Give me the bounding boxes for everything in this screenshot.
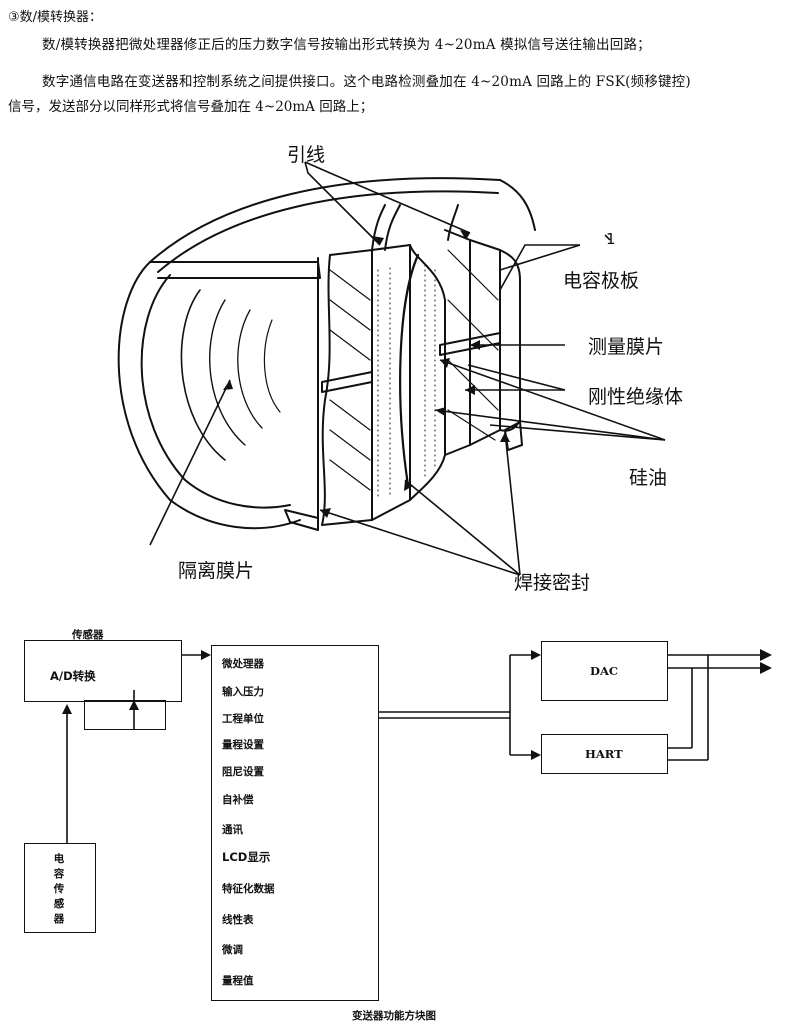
- ad-sub-box: [84, 700, 166, 730]
- label-capacitor-plate: 电容极板: [563, 270, 640, 292]
- label-isolation-diaphragm: 隔离膜片: [178, 560, 255, 582]
- mp-item: 工程单位: [222, 713, 264, 725]
- sensor-group-box: [24, 640, 182, 702]
- capacitance-sensor-box: [24, 843, 96, 933]
- mp-item: LCD显示: [222, 850, 271, 864]
- section-heading: ③数/模转换器：: [8, 10, 103, 25]
- sensor-group-label: 传感器: [72, 629, 104, 641]
- mp-item: 阻尼设置: [222, 766, 264, 778]
- label-number-mark: 1: [606, 230, 616, 248]
- mp-item: 线性表: [222, 914, 254, 926]
- mp-item: 通讯: [222, 824, 243, 836]
- mp-item: 自补偿: [222, 794, 254, 806]
- microprocessor-box: [211, 645, 379, 1001]
- dac-label: DAC: [590, 664, 619, 678]
- capacitance-sensor-label: 电 容 传 感 器: [52, 852, 66, 927]
- label-silicone-oil: 硅油: [629, 467, 668, 489]
- mp-item: 量程设置: [222, 739, 264, 751]
- mp-item: 微处理器: [222, 658, 264, 670]
- hart-box: [541, 734, 668, 774]
- dac-box: [541, 641, 668, 701]
- label-measuring-diaphragm: 测量膜片: [588, 336, 665, 358]
- label-rigid-insulator: 刚性绝缘体: [588, 386, 684, 408]
- cap-char: 感: [53, 898, 65, 910]
- label-weld-seal: 焊接密封: [514, 572, 591, 594]
- cap-char: 容: [53, 868, 65, 880]
- mp-item: 输入压力: [222, 686, 264, 698]
- mp-item: 量程值: [222, 975, 254, 987]
- diagram-caption: 变送器功能方块图: [352, 1010, 436, 1022]
- paragraph-dac: 数/模转换器把微处理器修正后的压力数字信号按输出形式转换为 4~20mA 模拟信…: [42, 37, 651, 53]
- cap-char: 传: [53, 883, 65, 895]
- cap-char: 器: [53, 913, 65, 925]
- paragraph-comm-line1: 数字通信电路在变送器和控制系统之间提供接口。这个电路检测叠加在 4~20mA 回…: [42, 74, 691, 90]
- hart-label: HART: [585, 747, 623, 761]
- mp-item: 特征化数据: [222, 883, 275, 895]
- paragraph-comm-line2: 信号，发送部分以同样形式将信号叠加在 4~20mA 回路上；: [8, 99, 374, 115]
- label-lead-wire: 引线: [287, 144, 326, 166]
- mp-item: 微调: [222, 944, 243, 956]
- cap-char: 电: [53, 853, 65, 865]
- ad-converter-label: A/D转换: [50, 669, 96, 683]
